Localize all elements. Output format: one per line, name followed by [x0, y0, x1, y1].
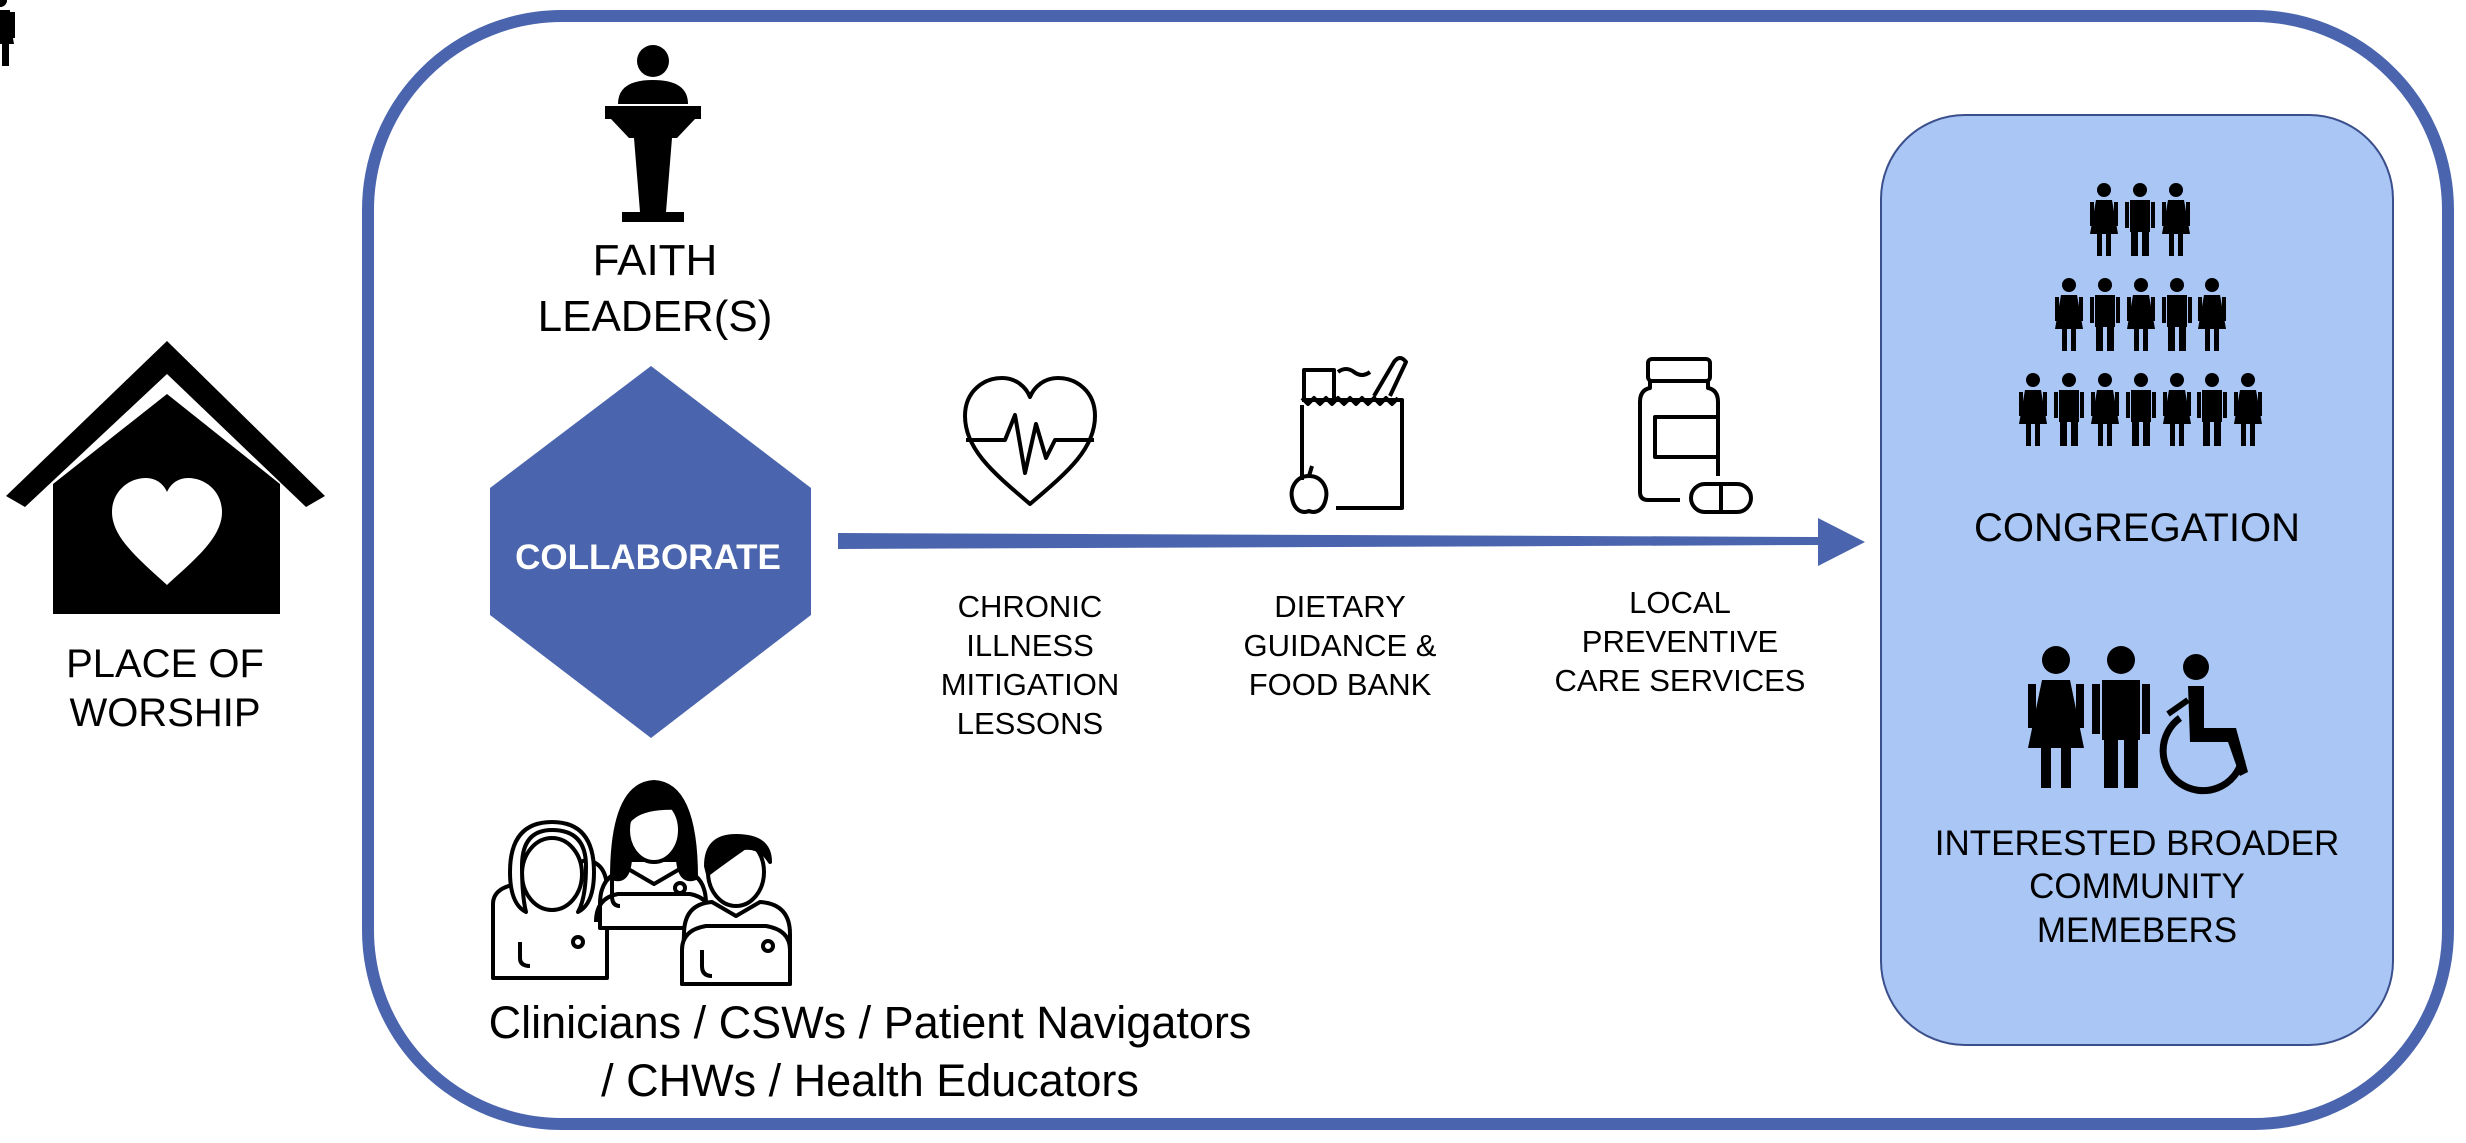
place-of-worship-label: PLACE OF WORSHIP — [66, 642, 264, 735]
clinicians-icon — [491, 780, 792, 986]
service-label-dietary-guidance: DIETARY GUIDANCE & FOOD BANK — [1243, 589, 1437, 703]
podium-speaker-icon — [605, 45, 701, 222]
clinicians-label: Clinicians / CSWs / Patient Navigators /… — [488, 997, 1252, 1106]
faith-leader-label: FAITH LEADER(S) — [537, 236, 773, 341]
house-heart-icon — [6, 341, 325, 614]
collaborate-label: COLLABORATE — [515, 538, 781, 577]
congregation-crowd-icon — [0, 0, 2262, 446]
broader-community-label: INTERESTED BROADER COMMUNITY MEMEBERS — [1934, 824, 2340, 950]
congregation-panel — [1880, 114, 2394, 1046]
community-people-icon — [2028, 646, 2248, 795]
service-label-preventive-care: LOCAL PREVENTIVE CARE SERVICES — [1554, 585, 1806, 699]
outer-frame — [362, 10, 2454, 1130]
medicine-bottle-icon — [1638, 357, 1753, 514]
congregation-label: CONGREGATION — [1974, 506, 2300, 550]
flow-arrow — [838, 518, 1865, 566]
collaborate-hexagon — [490, 366, 811, 738]
service-label-chronic-illness: CHRONIC ILLNESS MITIGATION LESSONS — [940, 589, 1120, 742]
heart-pulse-icon — [963, 376, 1097, 506]
grocery-bag-icon — [1289, 356, 1408, 514]
